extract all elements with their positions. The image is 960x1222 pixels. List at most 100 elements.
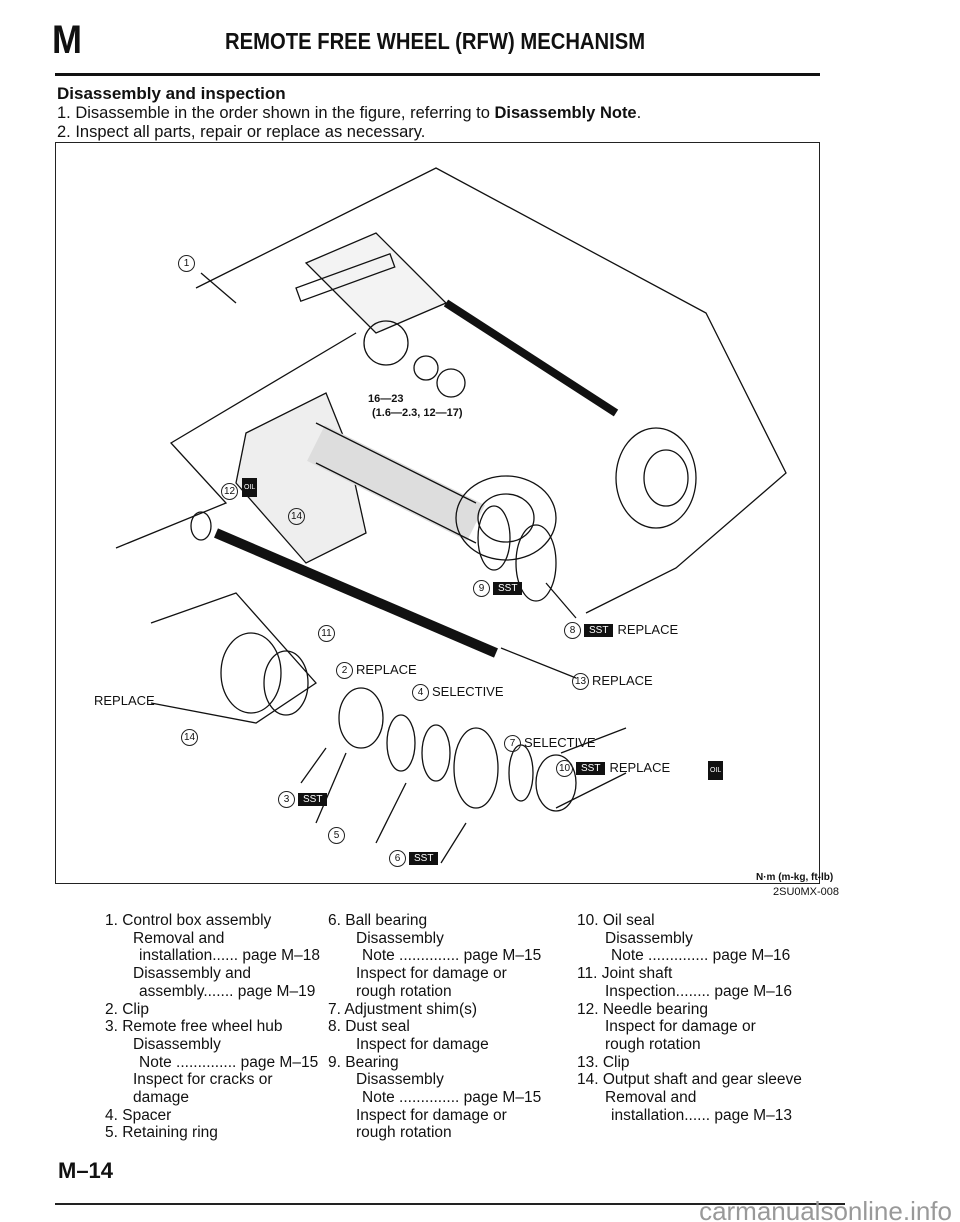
legend-item: Disassembly (356, 929, 444, 947)
legend-item: Disassembly (356, 1071, 444, 1089)
torque-value: 16—23 (368, 393, 404, 405)
legend-item: Inspect for cracks or (133, 1071, 273, 1089)
legend-item: rough rotation (356, 982, 452, 1000)
legend-item: 5. Retaining ring (105, 1124, 218, 1142)
step-2: 2. Inspect all parts, repair or replace … (57, 123, 426, 141)
footer-divider (55, 1203, 845, 1205)
legend-item: 9. Bearing (328, 1053, 399, 1071)
legend-item: Note .............. page M–15 (362, 1089, 542, 1107)
legend-item: Inspect for damage or (356, 1106, 507, 1124)
callout-14: 14 (288, 508, 308, 526)
callout-number: 7 (504, 735, 521, 753)
legend-item: installation...... page M–13 (611, 1106, 792, 1124)
figure-code: 2SU0MX-008 (773, 886, 840, 898)
diagram-drawing (115, 167, 787, 864)
legend-item: Disassembly (133, 1035, 221, 1053)
legend-item: 11. Joint shaft (577, 965, 673, 983)
legend-item: Disassembly and (133, 965, 252, 983)
legend-item: 1. Control box assembly (105, 912, 272, 929)
callout-tag: REPLACE (356, 662, 417, 677)
legend-item: Disassembly (605, 929, 693, 947)
header-divider (55, 73, 820, 76)
step-1-bold: Disassembly Note (494, 104, 637, 122)
legend-item: 14. Output shaft and gear sleeve (577, 1071, 802, 1089)
callout-tag: REPLACE (94, 693, 155, 708)
callout-tag: REPLACE (617, 622, 679, 637)
legend-item: Note .............. page M–16 (611, 947, 791, 965)
legend-item: Note .............. page M–15 (139, 1053, 319, 1071)
step-1: 1. Disassemble in the order shown in the… (57, 104, 641, 123)
legend-item: rough rotation (605, 1035, 701, 1053)
sst-icon: SST (409, 852, 439, 866)
callout-11: 11 (318, 625, 338, 643)
callout-number: 10 (556, 760, 573, 778)
page-number: M–14 (58, 1158, 114, 1183)
torque-units: N·m (m-kg, ft-lb) (756, 872, 834, 883)
legend-item: 4. Spacer (105, 1106, 172, 1124)
legend-item: damage (133, 1089, 190, 1107)
callout-number: 5 (328, 827, 345, 845)
callout-number: 9 (473, 580, 490, 598)
sst-icon: SST (493, 582, 523, 596)
legend-item: 13. Clip (577, 1053, 630, 1071)
sst-icon: SST (576, 762, 606, 776)
callout-5: 5 (328, 827, 348, 845)
callout-number: 1 (178, 255, 195, 273)
step-1-suffix: . (636, 104, 642, 122)
callout-tag: SELECTIVE (432, 684, 504, 699)
frame-outline-top (195, 167, 787, 614)
callout-tag: REPLACE (609, 760, 671, 775)
callout-number: 6 (389, 850, 406, 868)
oil-icon: OIL (708, 761, 724, 780)
legend-item: 6. Ball bearing (328, 912, 428, 929)
legend-item: assembly....... page M–19 (139, 982, 316, 1000)
legend-item: 2. Clip (105, 1000, 149, 1018)
callout-number: 8 (564, 622, 581, 640)
legend-item: Removal and (133, 929, 225, 947)
legend-item: 8. Dust seal (328, 1018, 410, 1036)
callout-number: 4 (412, 684, 429, 702)
sst-icon: SST (298, 793, 328, 807)
step-1-text: 1. Disassemble in the order shown in the… (57, 104, 495, 122)
callout-number: 2 (336, 662, 353, 680)
watermark: carmanualsonline.info (699, 1196, 952, 1222)
legend-item: 7. Adjustment shim(s) (328, 1000, 478, 1018)
legend-item: Note .............. page M–15 (362, 947, 542, 965)
callout-number: 3 (278, 791, 295, 809)
sst-icon: SST (584, 624, 614, 638)
legend-item: Inspect for damage or (605, 1018, 756, 1036)
legend-item: Inspect for damage (356, 1035, 489, 1053)
legend-item: 3. Remote free wheel hub (105, 1018, 283, 1036)
frame-outline-left (115, 332, 357, 549)
callout-number: 12 (221, 483, 238, 501)
callout-1: 1 (178, 255, 198, 273)
callout-label: REPLACE (94, 693, 155, 708)
legend-item: Removal and (605, 1089, 697, 1107)
legend-item: 12. Needle bearing (577, 1000, 708, 1018)
oil-icon: OIL (242, 478, 258, 497)
callout-14: 14 (181, 729, 201, 747)
page-title: REMOTE FREE WHEEL (RFW) MECHANISM (225, 28, 646, 54)
callout-number: 14 (288, 508, 305, 526)
legend-item: Inspect for damage or (356, 965, 507, 983)
legend-item: rough rotation (356, 1124, 452, 1142)
legend-item: 10. Oil seal (577, 912, 655, 929)
legend-item: Inspection........ page M–16 (605, 982, 792, 1000)
callout-tag: REPLACE (592, 673, 653, 688)
callout-12: 12 (221, 483, 241, 501)
section-heading: Disassembly and inspection (57, 84, 286, 103)
section-letter: M (52, 18, 82, 62)
torque-alt-units: (1.6—2.3, 12—17) (372, 407, 463, 419)
